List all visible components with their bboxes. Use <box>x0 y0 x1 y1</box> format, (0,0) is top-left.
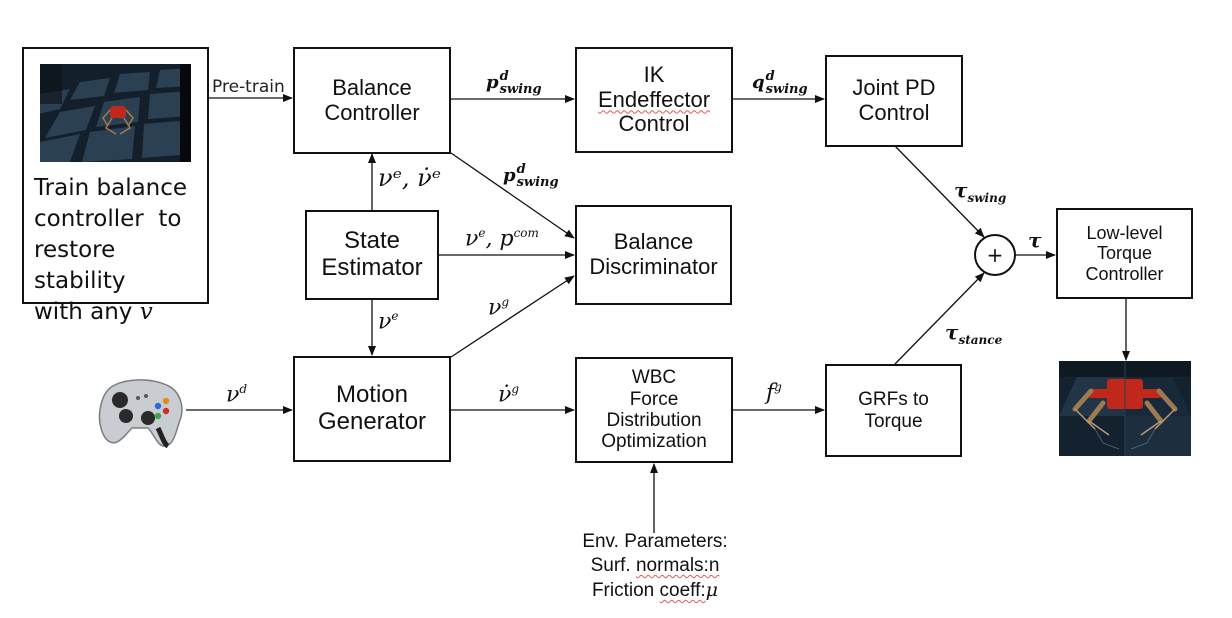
robot-small <box>110 106 126 118</box>
gamepad-icon <box>96 372 186 452</box>
tau-label: τ <box>1028 228 1042 252</box>
tau-stance-label: τstance <box>945 320 1003 347</box>
training-caption: Train balance controller to restore stab… <box>34 175 188 325</box>
vg-label: νg <box>488 295 510 321</box>
env-parameters-text: Env. Parameters: Surf. normals:n Frictio… <box>582 531 728 601</box>
wire-tau-swing <box>894 145 985 238</box>
balance-controller-block[interactable]: Balance Controller <box>293 47 451 154</box>
vdot-g-label: ν̇g <box>498 382 520 408</box>
motion-generator-block[interactable]: Motion Generator <box>293 356 451 462</box>
grfs-to-torque-block[interactable]: GRFs to Torque <box>825 364 962 457</box>
wbc-optimization-block[interactable]: WBC Force Distribution Optimization <box>575 357 733 463</box>
ik-endeffector-block[interactable]: IK Endeffector Control <box>575 47 733 153</box>
balance-discriminator-block[interactable]: Balance Discriminator <box>575 205 732 305</box>
ve-vdot-e-label: νᵉ, ν̇ᵉ <box>378 164 442 192</box>
fg-label: fg <box>766 380 782 406</box>
v-symbol: v <box>139 299 153 325</box>
wire-tau-stance <box>894 272 985 365</box>
vd-label: νd <box>226 382 248 408</box>
tau-swing-label: τswing <box>954 178 1007 205</box>
ve-down-label: νe <box>378 309 399 335</box>
sum-junction-plus: + <box>987 243 1004 267</box>
low-level-torque-controller-block[interactable]: Low-level Torque Controller <box>1056 208 1193 299</box>
robot-output-image <box>1059 361 1191 456</box>
ve-pcom-label: νe, pcom <box>465 226 539 252</box>
checkerboard-floor <box>40 64 191 162</box>
training-sim-image <box>40 64 191 162</box>
training-panel: Train balance controller to restore stab… <box>22 47 209 325</box>
joint-pd-block[interactable]: Joint PD Control <box>825 55 963 147</box>
sum-junction-circle <box>974 234 1016 276</box>
state-estimator-block[interactable]: State Estimator <box>305 210 439 300</box>
pretrain-label: Pre-train <box>212 77 285 97</box>
wire-p-swing-diag <box>450 152 575 239</box>
wire-vg-diag <box>450 275 575 358</box>
